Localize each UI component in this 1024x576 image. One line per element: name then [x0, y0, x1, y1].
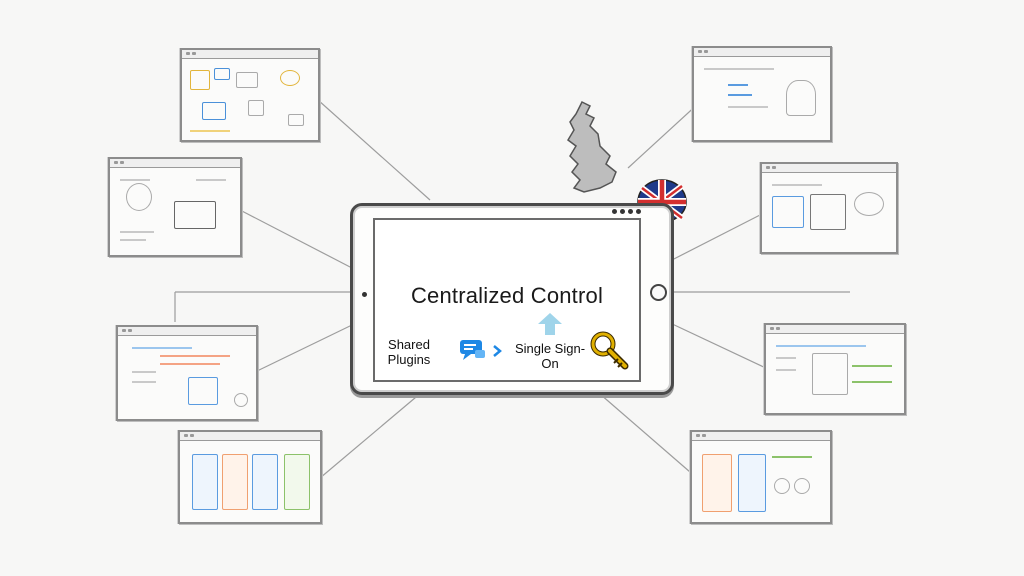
app-window-left-3 — [116, 325, 258, 421]
chat-plugin-icon — [460, 340, 485, 360]
tablet-home-button[interactable] — [650, 284, 667, 301]
key-icon — [590, 331, 629, 370]
shared-plugins-label: Shared Plugins — [387, 337, 431, 367]
app-window-bottom-left — [178, 430, 322, 524]
app-window-right-3 — [764, 323, 906, 415]
up-arrow-icon — [538, 313, 562, 335]
chevron-right-icon — [493, 345, 502, 357]
tablet-camera — [362, 292, 367, 297]
app-window-right-2 — [760, 162, 898, 254]
single-sign-on-label: Single Sign- On — [514, 341, 586, 371]
app-window-bottom-right — [690, 430, 832, 524]
centralized-control-title: Centralized Control — [410, 283, 604, 308]
app-window-top-left — [180, 48, 320, 142]
app-window-left-2 — [108, 157, 242, 257]
tablet-status-dots — [612, 209, 641, 214]
central-tablet: Centralized Control Shared Plugins Singl… — [350, 203, 674, 395]
uk-map-icon — [567, 100, 617, 193]
app-window-top-right — [692, 46, 832, 142]
tablet-screen: Centralized Control Shared Plugins Singl… — [373, 218, 641, 382]
